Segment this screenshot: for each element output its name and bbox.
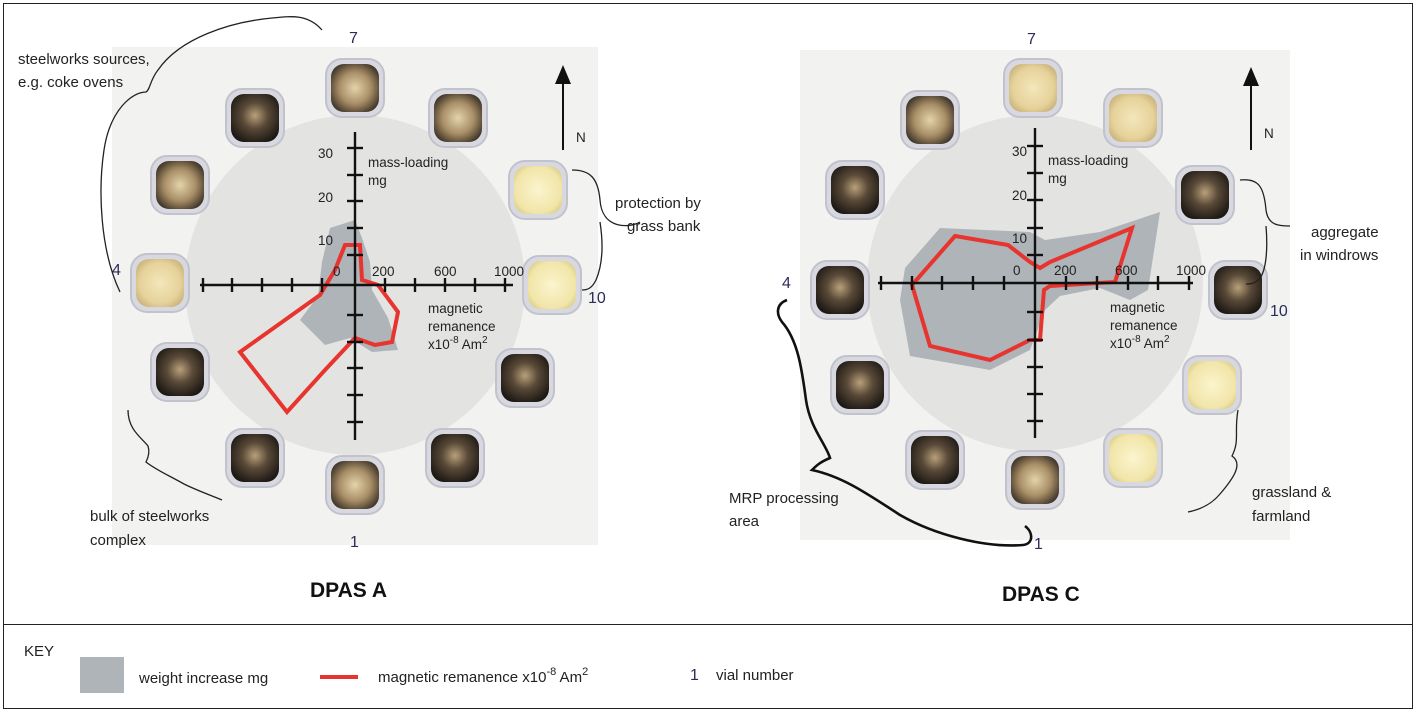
x-axis-label-line3: x10-8 Am2 [1110,334,1170,351]
key-weight-label: weight increase mg [138,670,268,687]
x-tick-0: 0 [333,264,341,279]
vial-number-10: 10 [588,290,606,307]
annotation-a3-line2: complex [90,532,146,549]
x-tick-1000: 1000 [494,264,524,279]
x-tick-600: 600 [434,264,457,279]
key-weight-swatch [80,657,124,693]
annotation-a1-line1: steelworks sources, [18,51,150,68]
key-divider [3,624,1413,625]
vial-6 [900,90,960,150]
y-axis-label-line1: mass-loading [1048,153,1128,168]
annotation-c1-line1: aggregate [1311,224,1379,241]
weight-increase-area [900,212,1160,370]
vial-12 [425,428,485,488]
vial-11 [495,348,555,408]
x-tick-0: 0 [1013,263,1021,278]
panel-dpas-c: 30 20 10 0 200 600 1000 mass-loading mg … [729,31,1379,606]
vial-3 [830,355,890,415]
y-tick-30: 30 [318,146,333,161]
mrp-area-bracket [776,298,1033,547]
vial-4 [130,253,190,313]
axes [200,132,513,440]
magnetic-remanence-line [237,243,401,416]
vial-9 [1175,165,1235,225]
vial-1 [325,455,385,515]
y-tick-10: 10 [318,233,333,248]
vial-10 [522,255,582,315]
key: KEY weight increase mg magnetic remanenc… [24,643,794,693]
vial-11 [1182,355,1242,415]
key-remanence-label: magnetic remanence x10-8 Am2 [378,666,588,686]
vial-10 [1208,260,1268,320]
magnetic-remanence-line [909,224,1136,363]
y-tick-10: 10 [1012,231,1027,246]
y-tick-30: 30 [1012,144,1027,159]
x-axis-label-line2: remanence [428,319,496,334]
north-arrow [1243,67,1259,150]
annotation-a2-line2: grass bank [627,218,701,235]
annotation-a2-line1: protection by [615,195,701,212]
vial-ring [810,58,1268,510]
vial-6 [225,88,285,148]
vial-5 [150,155,210,215]
figure-frame [3,3,1413,709]
y-axis-label-line2: mg [368,173,387,188]
x-tick-1000: 1000 [1176,263,1206,278]
x-axis-label-line2: remanence [1110,318,1178,333]
annotation-c2-line2: farmland [1252,508,1310,525]
vial-8 [428,88,488,148]
annotation-c3-line1: MRP processing [729,490,839,507]
vial-2 [225,428,285,488]
x-tick-200: 200 [1054,263,1077,278]
vial-3 [150,342,210,402]
vial-5 [825,160,885,220]
annotation-c1-line2: in windrows [1300,247,1378,264]
key-vial-label: vial number [716,667,794,684]
y-tick-20: 20 [1012,188,1027,203]
vial-12 [1103,428,1163,488]
vial-number-4: 4 [112,262,121,279]
vial-7 [325,58,385,118]
x-axis-label-line1: magnetic [1110,300,1165,315]
annotation-c2-line1: grassland & [1252,484,1331,501]
annotation-a1-line2: e.g. coke ovens [18,74,123,91]
vial-number-1: 1 [350,534,359,551]
north-label: N [576,130,586,145]
panel-dpas-a: 30 20 10 0 200 600 1000 mass-loading mg … [18,16,701,602]
x-axis-label-line3: x10-8 Am2 [428,335,488,352]
annotation-a3-line1: bulk of steelworks [90,508,209,525]
vial-number-1: 1 [1034,536,1043,553]
y-axis-label-line1: mass-loading [368,155,448,170]
axes [878,128,1193,438]
vial-7 [1003,58,1063,118]
north-arrow [555,65,571,150]
x-tick-600: 600 [1115,263,1138,278]
annotation-c3-line2: area [729,513,760,530]
vial-1 [1005,450,1065,510]
y-axis-label-line2: mg [1048,171,1067,186]
panel-title: DPAS C [1002,583,1080,606]
panel-title: DPAS A [310,579,387,602]
vial-number-10: 10 [1270,303,1288,320]
vial-number-4: 4 [782,275,791,292]
x-tick-200: 200 [372,264,395,279]
vial-number-7: 7 [1027,31,1036,48]
vial-4 [810,260,870,320]
vial-9 [508,160,568,220]
vial-ring [130,58,582,515]
key-title: KEY [24,643,54,660]
key-vial-symbol: 1 [690,667,699,684]
north-label: N [1264,126,1274,141]
annotation-brackets [1187,179,1291,513]
annotation-brackets [100,16,641,501]
vial-number-7: 7 [349,30,358,47]
x-axis-label-line1: magnetic [428,301,483,316]
y-tick-20: 20 [318,190,333,205]
vial-8 [1103,88,1163,148]
vial-2 [905,430,965,490]
